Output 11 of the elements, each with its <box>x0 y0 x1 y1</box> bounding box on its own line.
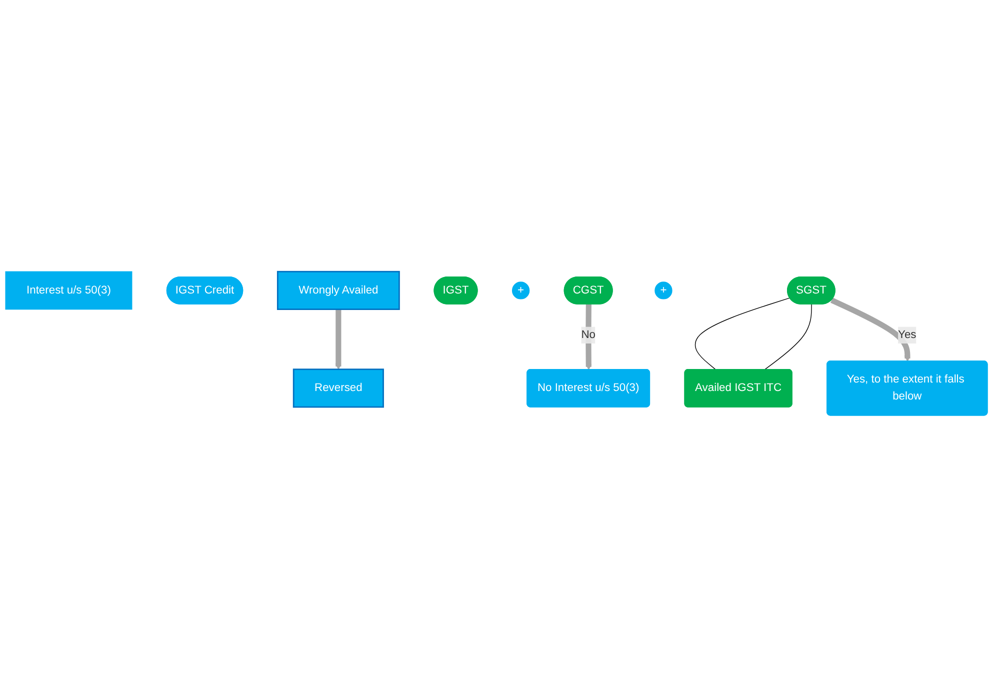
edge-label: No <box>581 328 596 341</box>
connector <box>694 298 790 370</box>
node-box: Interest u/s 50(3) <box>5 271 132 310</box>
edge-label: Yes <box>898 328 916 341</box>
node-circle: + <box>512 282 530 300</box>
node-circle: + <box>654 282 672 300</box>
node-box: Wrongly Availed <box>276 270 400 310</box>
arrow <box>830 298 910 362</box>
connector <box>764 304 812 370</box>
arrow <box>335 309 342 370</box>
node-box: Reversed <box>292 368 384 408</box>
